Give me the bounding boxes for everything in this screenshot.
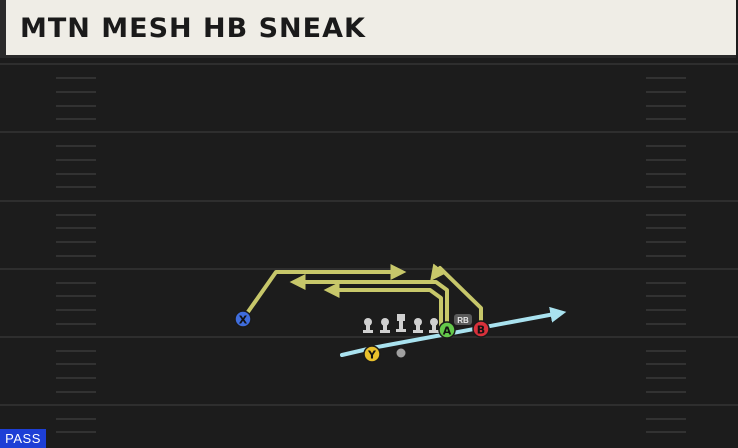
lineman-icon	[380, 318, 390, 333]
field-background	[0, 58, 738, 448]
lineman-icon	[363, 318, 373, 333]
hash-marks	[56, 77, 686, 433]
player-y-label: Y	[367, 349, 377, 362]
player-b[interactable]: B	[472, 320, 490, 338]
yard-lines	[0, 63, 738, 406]
play-diagram: RB X A B Y	[0, 58, 738, 448]
player-a[interactable]: A	[438, 321, 456, 339]
lineman-icon	[429, 318, 439, 333]
title-accent	[0, 0, 6, 58]
offensive-line	[363, 314, 439, 333]
player-y[interactable]: Y	[363, 345, 381, 363]
route-x	[241, 264, 407, 321]
routes	[241, 263, 483, 330]
route-b	[430, 263, 483, 330]
hash-marks-left	[56, 77, 96, 433]
player-x-label: X	[239, 314, 248, 327]
center-icon	[396, 314, 406, 332]
player-a-label: A	[443, 325, 452, 338]
rb-tag: RB	[454, 314, 472, 325]
play-title: MTN MESH HB SNEAK	[20, 13, 366, 44]
rb-label: RB	[457, 316, 469, 325]
player-b-label: B	[477, 324, 485, 337]
play-title-bar: MTN MESH HB SNEAK	[0, 0, 736, 58]
player-x[interactable]: X	[234, 310, 252, 328]
route-a-inner	[323, 282, 443, 330]
route-a-outer	[289, 274, 449, 330]
play-type-badge: PASS	[0, 429, 46, 448]
play-field: RB X A B Y	[0, 58, 738, 448]
qb-marker	[396, 348, 406, 358]
lineman-icon	[413, 318, 423, 333]
hash-marks-right	[646, 77, 686, 433]
